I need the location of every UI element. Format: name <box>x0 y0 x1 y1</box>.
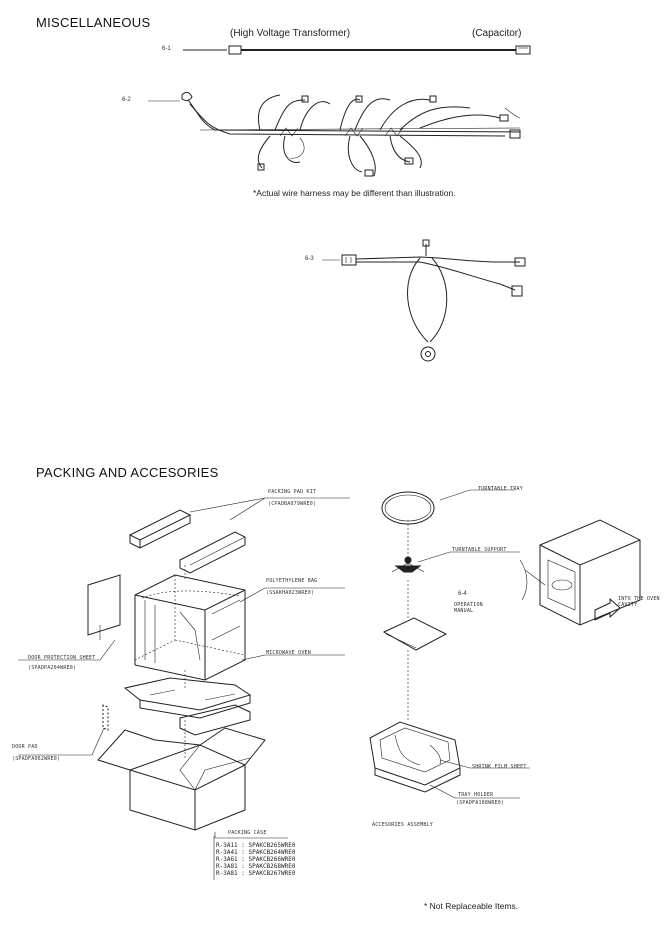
door-protection-code: (SPADPA204WRE0) <box>28 665 77 671</box>
door-pad-drawing <box>102 704 109 731</box>
wire-harness-drawing <box>148 91 521 177</box>
assembly-leader-lines <box>184 520 409 760</box>
item-6-3-label: 6-3 <box>305 256 314 262</box>
harness-note: *Actual wire harness may be different th… <box>253 188 456 198</box>
miscellaneous-heading: MISCELLANEOUS <box>36 15 151 30</box>
polyethylene-bag-label: POLYETHYLENE BAG <box>266 578 318 584</box>
oven-box-drawing <box>134 574 246 681</box>
shrink-film-label: SHRINK FILM SHEET <box>472 764 527 770</box>
operation-manual-label: OPERATION MANUAL <box>454 602 483 614</box>
hv-wire-drawing <box>183 45 531 55</box>
packing-case-model: R-3A81 : SPAKCB268WRE0 <box>216 863 296 870</box>
door-pad-code: (SPADFA062WRE0) <box>12 756 61 762</box>
tray-holder-code: (SPADFA108WRE0) <box>456 800 505 806</box>
tray-holder-label: TRAY HOLDER <box>458 792 494 798</box>
packing-pad-code: (CPADBA079WRE0) <box>268 501 317 507</box>
packing-accessories-heading: PACKING AND ACCESORIES <box>36 465 219 480</box>
microwave-oven-label: MICROWAVE OVEN <box>266 650 311 656</box>
into-oven-label: INTO THE OVEN CAVITY <box>618 596 660 608</box>
accessories-assembly-label: ACCESORIES ASSEMBLY <box>372 822 433 828</box>
packing-case-drawing <box>97 727 266 831</box>
packing-case-model: R-3A41 : SPAKCB264WRE0 <box>216 849 296 856</box>
packing-case-model: R-3A61 : SPAKCB266WRE0 <box>216 856 296 863</box>
packing-case-model-list: R-3A11 : SPAKCB265WRE0 R-3A41 : SPAKCB26… <box>216 842 295 877</box>
door-protection-label: DOOR PROTECTION SHEET <box>28 655 96 661</box>
ring-terminal-wire-drawing <box>322 239 526 362</box>
packing-case-model: R-3A81 : SPAKCB267WRE0 <box>216 870 296 877</box>
packing-pad-label: PACKING PAD KIT <box>268 489 317 495</box>
door-protection-sheet-drawing <box>87 574 121 640</box>
packing-case-label: PACKING CASE <box>228 830 267 836</box>
not-replaceable-note: * Not Replaceable Items. <box>424 901 519 911</box>
bottom-pad-drawing <box>123 677 252 736</box>
label-leader-lines <box>18 489 530 880</box>
polyethylene-bag-code: (SSAKHA023WRE0) <box>266 590 315 596</box>
operation-manual-drawing <box>382 617 448 651</box>
hv-transformer-label: (High Voltage Transformer) <box>230 28 351 39</box>
item-6-1-label: 6-1 <box>162 46 171 52</box>
turntable-support-drawing <box>391 556 425 573</box>
item-6-2-label: 6-2 <box>122 97 131 103</box>
turntable-tray-drawing <box>381 491 435 525</box>
item-6-4-label: 6-4 <box>458 591 467 597</box>
oven-cavity-drawing <box>519 519 641 626</box>
turntable-tray-label: TURNTABLE TRAY <box>478 486 523 492</box>
packing-case-model: R-3A11 : SPAKCB265WRE0 <box>216 842 296 849</box>
capacitor-label: (Capacitor) <box>472 28 522 39</box>
packing-pad-drawing <box>128 509 246 574</box>
tray-holder-drawing <box>369 721 461 793</box>
door-pad-label: DOOR PAD <box>12 744 38 750</box>
turntable-support-label: TURNTABLE SUPPORT <box>452 547 507 553</box>
